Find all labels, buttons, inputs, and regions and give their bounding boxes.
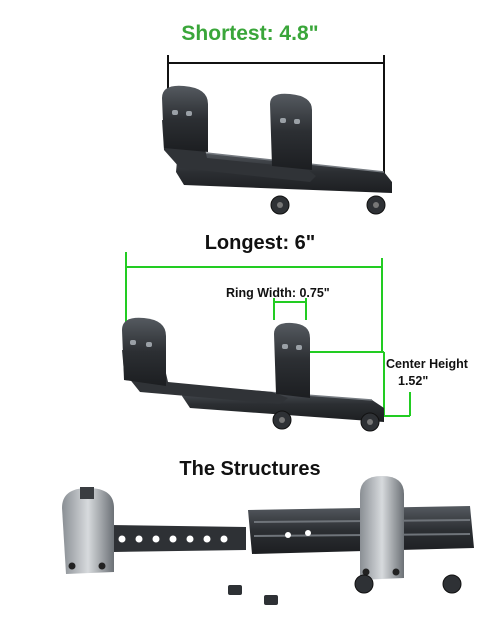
- exploded-left-ring-arm: [62, 487, 246, 574]
- ring-width-dimension-line: [273, 298, 307, 320]
- middle-mount: [122, 317, 384, 432]
- ring-width-label: Ring Width: 0.75": [226, 286, 330, 300]
- structures-title: The Structures: [179, 458, 321, 480]
- exploded-right-ring-base: [248, 476, 474, 594]
- top-mount: [162, 85, 392, 215]
- longest-dimension-line: [125, 252, 383, 352]
- longest-title: Longest: 6": [204, 232, 316, 254]
- screws: [228, 585, 278, 605]
- center-height-value: 1.52": [398, 374, 429, 388]
- center-height-label: Center Height: [386, 357, 468, 371]
- shortest-title: Shortest: 4.8": [181, 22, 319, 45]
